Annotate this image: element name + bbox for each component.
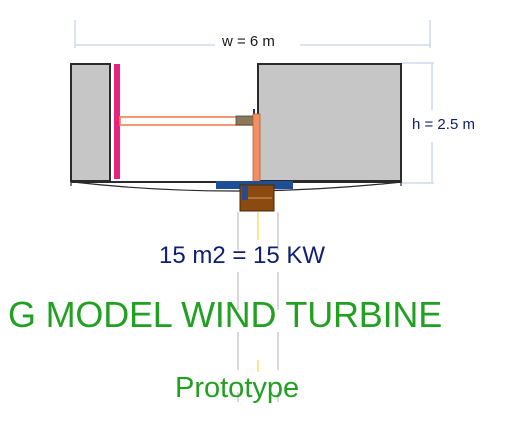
- area-power-label: 15 m2 = 15 KW: [159, 242, 326, 269]
- width-dimension-line: [74, 20, 431, 48]
- height-label: h = 2.5 m: [412, 116, 475, 133]
- left-side-panel: [70, 63, 111, 182]
- right-side-panel: [257, 63, 402, 182]
- rotor-post: [252, 113, 261, 184]
- subtitle: Prototype: [175, 372, 300, 404]
- tower-guide-lines: [237, 212, 279, 402]
- coupling: [235, 115, 254, 126]
- height-dimension-line: [402, 62, 434, 184]
- blade: [114, 64, 120, 179]
- curved-base: [72, 181, 403, 192]
- width-label: w = 6 m: [222, 33, 275, 50]
- generator-shaft-mark: [242, 186, 248, 200]
- title: G MODEL WIND TURBINE: [8, 294, 443, 335]
